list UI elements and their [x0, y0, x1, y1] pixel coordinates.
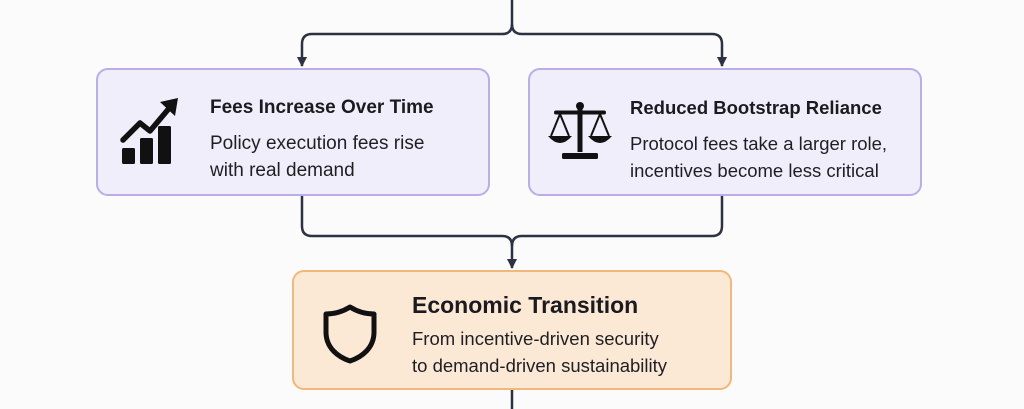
- node-description-line: Policy execution fees rise: [210, 133, 425, 154]
- connector-left-merge: [300, 196, 517, 269]
- connector-top-trunk: [297, 0, 514, 67]
- connector-top-right: [510, 23, 727, 67]
- node-title: Reduced Bootstrap Reliance: [630, 97, 882, 118]
- node-description: Policy execution fees rise with real dem…: [210, 130, 424, 184]
- node-description-line: with real demand: [210, 160, 355, 181]
- chart-trending-up-icon: [120, 98, 178, 164]
- node-title: Fees Increase Over Time: [210, 97, 434, 118]
- node-description-line: to demand-driven sustainability: [412, 355, 668, 376]
- node-description-line: From incentive-driven security: [412, 328, 659, 349]
- node-description: From incentive-driven security to demand…: [412, 325, 667, 379]
- connector-right-merge: [510, 196, 724, 247]
- shield-icon: [323, 304, 377, 364]
- node-description-line: Protocol fees take a larger role,: [630, 133, 888, 154]
- node-reduced-bootstrap: Reduced Bootstrap Reliance Protocol fees…: [528, 68, 922, 196]
- node-fees-increase: Fees Increase Over Time Policy execution…: [96, 68, 490, 196]
- node-description-line: incentives become less critical: [630, 160, 879, 181]
- node-economic-transition: Economic Transition From incentive-drive…: [292, 270, 732, 390]
- node-description: Protocol fees take a larger role, incent…: [630, 130, 887, 184]
- node-title: Economic Transition: [412, 292, 639, 318]
- balance-scale-icon: [548, 102, 612, 159]
